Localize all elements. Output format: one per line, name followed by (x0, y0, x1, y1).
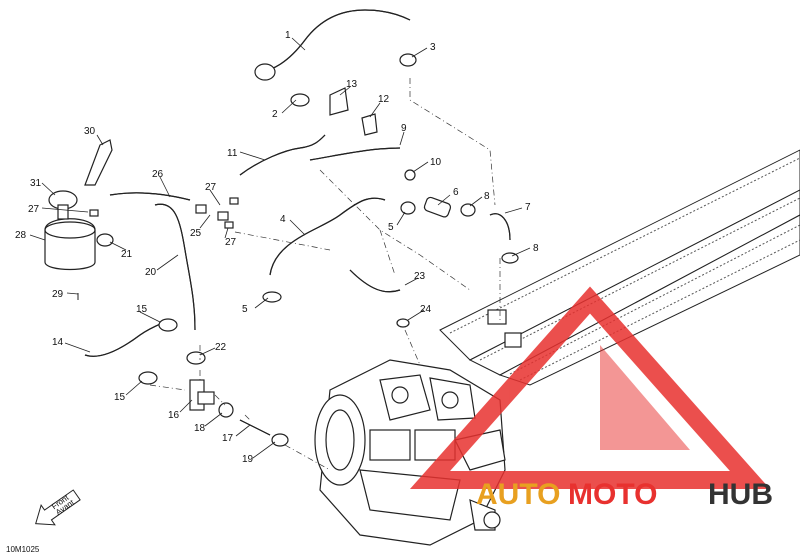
watermark-logo (409, 286, 771, 489)
callout-27c: 27 (225, 237, 237, 248)
callout-17: 17 (222, 433, 234, 444)
callout-5b: 5 (388, 222, 394, 233)
coolant-reservoir (44, 139, 113, 300)
callout-1: 1 (285, 30, 291, 41)
callout-12: 12 (378, 94, 390, 105)
leader-lines (29, 37, 531, 459)
heat-exchanger (439, 149, 800, 386)
callout-30: 30 (84, 126, 96, 137)
callout-15a: 15 (136, 304, 148, 315)
callout-10: 10 (430, 157, 442, 168)
callout-8a: 8 (484, 191, 490, 202)
dashed-lines (149, 78, 501, 471)
callout-27b: 27 (205, 182, 217, 193)
callout-3: 3 (430, 42, 436, 53)
callout-20: 20 (145, 267, 157, 278)
logo-inner-triangle-icon (600, 345, 690, 450)
callout-24: 24 (420, 304, 432, 315)
callout-11: 11 (227, 148, 238, 159)
front-direction-arrow: Front Avant (35, 489, 81, 526)
callout-29: 29 (52, 289, 64, 300)
callout-15b: 15 (114, 392, 126, 403)
fittings (89, 53, 519, 447)
reference-code: 10M1025 (6, 545, 40, 554)
callout-18: 18 (194, 423, 206, 434)
watermark-hub: HUB (708, 478, 773, 511)
callout-7: 7 (525, 202, 531, 213)
callout-6: 6 (453, 187, 459, 198)
watermark-moto: MOTO (568, 478, 657, 511)
callout-27a: 27 (28, 204, 40, 215)
callout-25: 25 (190, 228, 202, 239)
watermark-auto: AUTO (476, 478, 560, 511)
callout-21: 21 (121, 249, 133, 260)
callout-2: 2 (272, 109, 278, 120)
callout-22: 22 (215, 342, 227, 353)
callout-31: 31 (30, 178, 42, 189)
hoses (84, 9, 511, 436)
callout-14: 14 (52, 337, 64, 348)
callout-28: 28 (15, 230, 27, 241)
watermark-text: AUTO MOTO HUB (476, 478, 773, 511)
callout-8b: 8 (533, 243, 539, 254)
logo-triangle-icon (409, 286, 771, 489)
callout-13: 13 (346, 79, 358, 90)
callout-labels: 1 2 3 4 5 5 6 7 8 8 9 10 11 12 13 14 15 … (15, 30, 539, 465)
callout-16: 16 (168, 410, 180, 421)
callout-9: 9 (401, 123, 407, 134)
callout-5a: 5 (242, 304, 248, 315)
callout-26: 26 (152, 169, 164, 180)
callout-23: 23 (414, 271, 426, 282)
callout-4: 4 (280, 214, 286, 225)
callout-19: 19 (242, 454, 254, 465)
engine (314, 359, 506, 546)
